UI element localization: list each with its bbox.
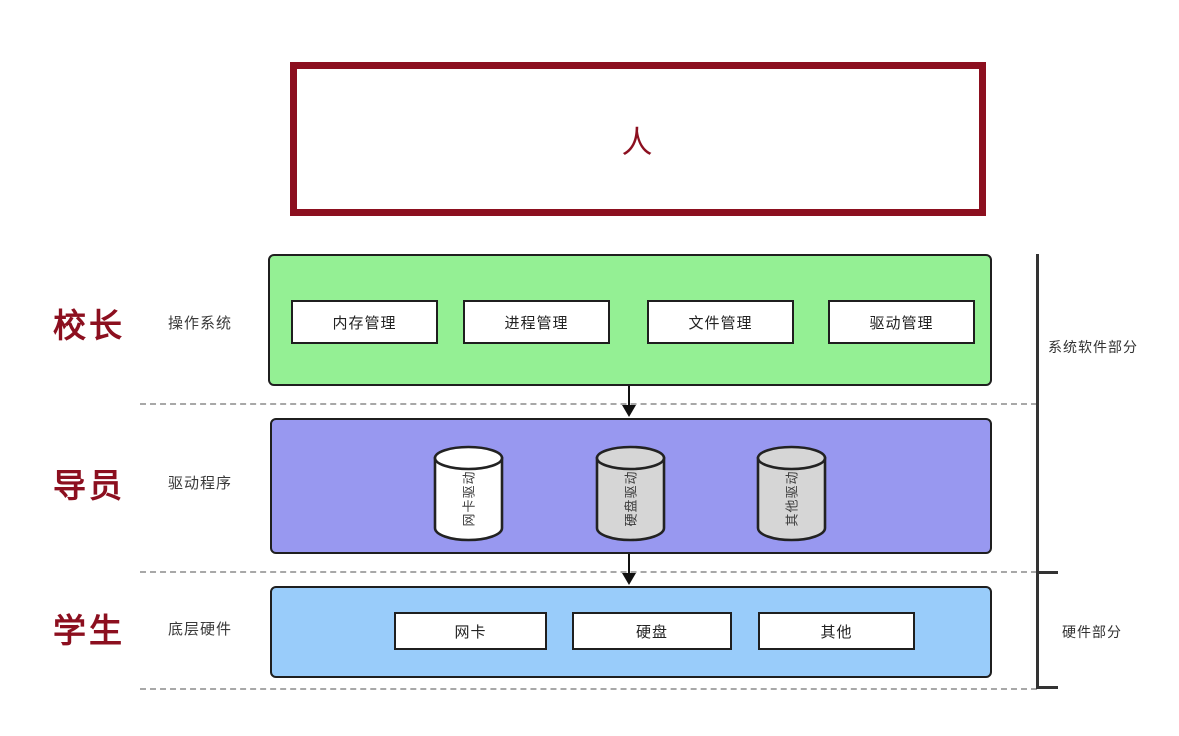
hardware-bracket-tick-top bbox=[1036, 571, 1058, 574]
person-box: 人 bbox=[290, 62, 986, 216]
hw-module-disk: 硬盘 bbox=[572, 612, 732, 650]
arrow-down-icon bbox=[622, 554, 636, 585]
cylinder-icon bbox=[595, 445, 666, 542]
role-label-principal: 校长 bbox=[53, 306, 125, 345]
arrow-shaft bbox=[628, 386, 631, 407]
cylinder-disk-driver: 硬盘驱动 bbox=[594, 444, 667, 543]
layer-label-driver: 驱动程序 bbox=[168, 474, 233, 492]
cylinder-label: 硬盘驱动 bbox=[624, 470, 640, 527]
cylinder-label: 网卡驱动 bbox=[462, 470, 478, 527]
cylinder-icon bbox=[756, 445, 827, 542]
hw-module-other: 其他 bbox=[758, 612, 915, 650]
os-module-driver: 驱动管理 bbox=[828, 300, 975, 344]
hardware-layer-band: 网卡 硬盘 其他 bbox=[270, 586, 992, 678]
cylinder-nic-driver: 网卡驱动 bbox=[432, 444, 505, 543]
hardware-bracket-tick-bottom bbox=[1036, 686, 1058, 689]
hardware-section-label: 硬件部分 bbox=[1062, 625, 1122, 641]
layer-label-os: 操作系统 bbox=[168, 314, 233, 332]
arrow-down-icon bbox=[622, 386, 636, 417]
layer-label-hardware: 底层硬件 bbox=[168, 620, 233, 638]
software-bracket-line bbox=[1036, 254, 1039, 572]
driver-layer-band: 网卡驱动 硬盘驱动 其他驱动 bbox=[270, 418, 992, 554]
os-module-file: 文件管理 bbox=[647, 300, 794, 344]
person-label: 人 bbox=[621, 124, 655, 161]
hardware-bracket-line bbox=[1036, 571, 1039, 689]
hw-module-nic: 网卡 bbox=[394, 612, 547, 650]
cylinder-other-driver: 其他驱动 bbox=[755, 444, 828, 543]
role-label-counselor: 导员 bbox=[53, 466, 125, 505]
dashed-separator bbox=[140, 571, 1037, 573]
os-module-process: 进程管理 bbox=[463, 300, 610, 344]
os-module-memory: 内存管理 bbox=[291, 300, 438, 344]
software-section-label: 系统软件部分 bbox=[1048, 340, 1138, 356]
cylinder-label: 其他驱动 bbox=[785, 470, 801, 527]
arrow-shaft bbox=[628, 554, 631, 575]
arrow-head bbox=[622, 405, 636, 417]
dashed-separator bbox=[140, 688, 1037, 690]
role-label-student: 学生 bbox=[53, 611, 125, 650]
dashed-separator bbox=[140, 403, 1037, 405]
cylinder-icon bbox=[433, 445, 504, 542]
os-layer-band: 内存管理 进程管理 文件管理 驱动管理 bbox=[268, 254, 992, 386]
arrow-head bbox=[622, 573, 636, 585]
